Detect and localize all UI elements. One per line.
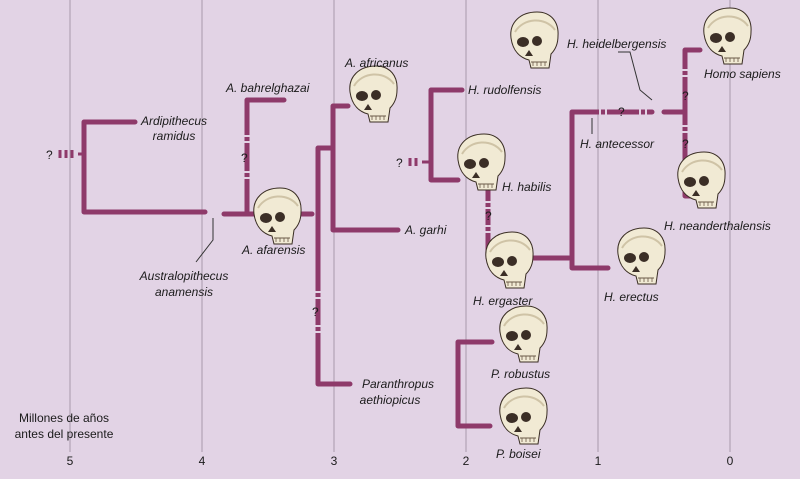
label-boisei: P. boisei — [496, 447, 541, 461]
label-neanderthalensis: H. neanderthalensis — [664, 219, 771, 233]
branch-aethiopicus — [315, 145, 353, 387]
label-anamensis: anamensis — [155, 285, 213, 299]
label-ardipithecus: ramidus — [153, 129, 196, 143]
question-mark: ? — [682, 89, 689, 103]
leader-anamensis — [195, 218, 214, 263]
timeline-caption: antes del presente — [15, 427, 114, 441]
label-afarensis: A. afarensis — [241, 243, 305, 257]
tick-label: 3 — [331, 454, 338, 468]
label-habilis: H. habilis — [502, 180, 551, 194]
branch-paranthropus — [455, 339, 495, 429]
species-labels: Ardipithecus ramidus Australopithecus an… — [139, 37, 781, 461]
label-heidelbergensis: H. heidelbergensis — [567, 37, 666, 51]
tree-branches — [81, 47, 711, 429]
label-bahrelghazai: A. bahrelghazai — [225, 81, 310, 95]
tick-label: 1 — [595, 454, 602, 468]
question-mark: ? — [46, 148, 53, 162]
tick-label: 2 — [463, 454, 470, 468]
label-ergaster: H. ergaster — [473, 294, 533, 308]
branch-erectus — [569, 109, 611, 271]
skull-africanus-icon — [348, 65, 399, 123]
label-ardipithecus: Ardipithecus — [140, 114, 207, 128]
skull-boisei-icon — [498, 387, 549, 445]
skull-habilis-icon — [456, 133, 507, 191]
label-rudolfensis: H. rudolfensis — [468, 83, 541, 97]
tick-label: 0 — [727, 454, 734, 468]
branch-africanus — [330, 103, 401, 233]
skull-rudolfensis-icon — [509, 11, 560, 69]
label-anamensis: Australopithecus — [139, 269, 229, 283]
label-garhi: A. garhi — [404, 223, 447, 237]
label-robustus: P. robustus — [491, 367, 550, 381]
tick-label: 5 — [67, 454, 74, 468]
label-sapiens: Homo sapiens — [704, 67, 781, 81]
tick-label: 4 — [199, 454, 206, 468]
question-mark: ? — [312, 305, 319, 319]
skull-afarensis-icon — [252, 187, 303, 245]
skull-sapiens-icon — [702, 7, 753, 65]
question-marks: ? ? ? ? ? ? ? ? — [46, 89, 689, 319]
question-mark: ? — [485, 209, 492, 223]
question-mark: ? — [682, 137, 689, 151]
question-mark: ? — [241, 151, 248, 165]
skull-erectus-icon — [616, 227, 667, 285]
branch-ardipithecus — [81, 119, 208, 215]
label-erectus: H. erectus — [604, 290, 659, 304]
branch-sapiens — [682, 47, 703, 115]
label-aethiopicus: aethiopicus — [360, 393, 421, 407]
skull-neanderthalensis-icon — [676, 151, 727, 209]
uncertainty-gaps — [244, 69, 688, 333]
skull-robustus-icon — [498, 305, 549, 363]
uncertain-stubs — [58, 150, 431, 166]
label-africanus: A. africanus — [344, 56, 408, 70]
question-mark: ? — [618, 105, 625, 119]
label-aethiopicus: Paranthropus — [362, 377, 434, 391]
branch-rudolfensis — [428, 87, 465, 183]
branch-bahrelghazai — [244, 97, 287, 217]
leader-heidelbergensis — [618, 51, 653, 101]
leader-lines — [195, 51, 653, 263]
timeline-caption: Millones de años — [19, 411, 109, 425]
skull-ergaster-icon — [484, 231, 535, 289]
label-antecessor: H. antecessor — [580, 137, 655, 151]
timeline-axis: Millones de años antes del presente 5 4 … — [15, 411, 734, 468]
question-mark: ? — [396, 156, 403, 170]
